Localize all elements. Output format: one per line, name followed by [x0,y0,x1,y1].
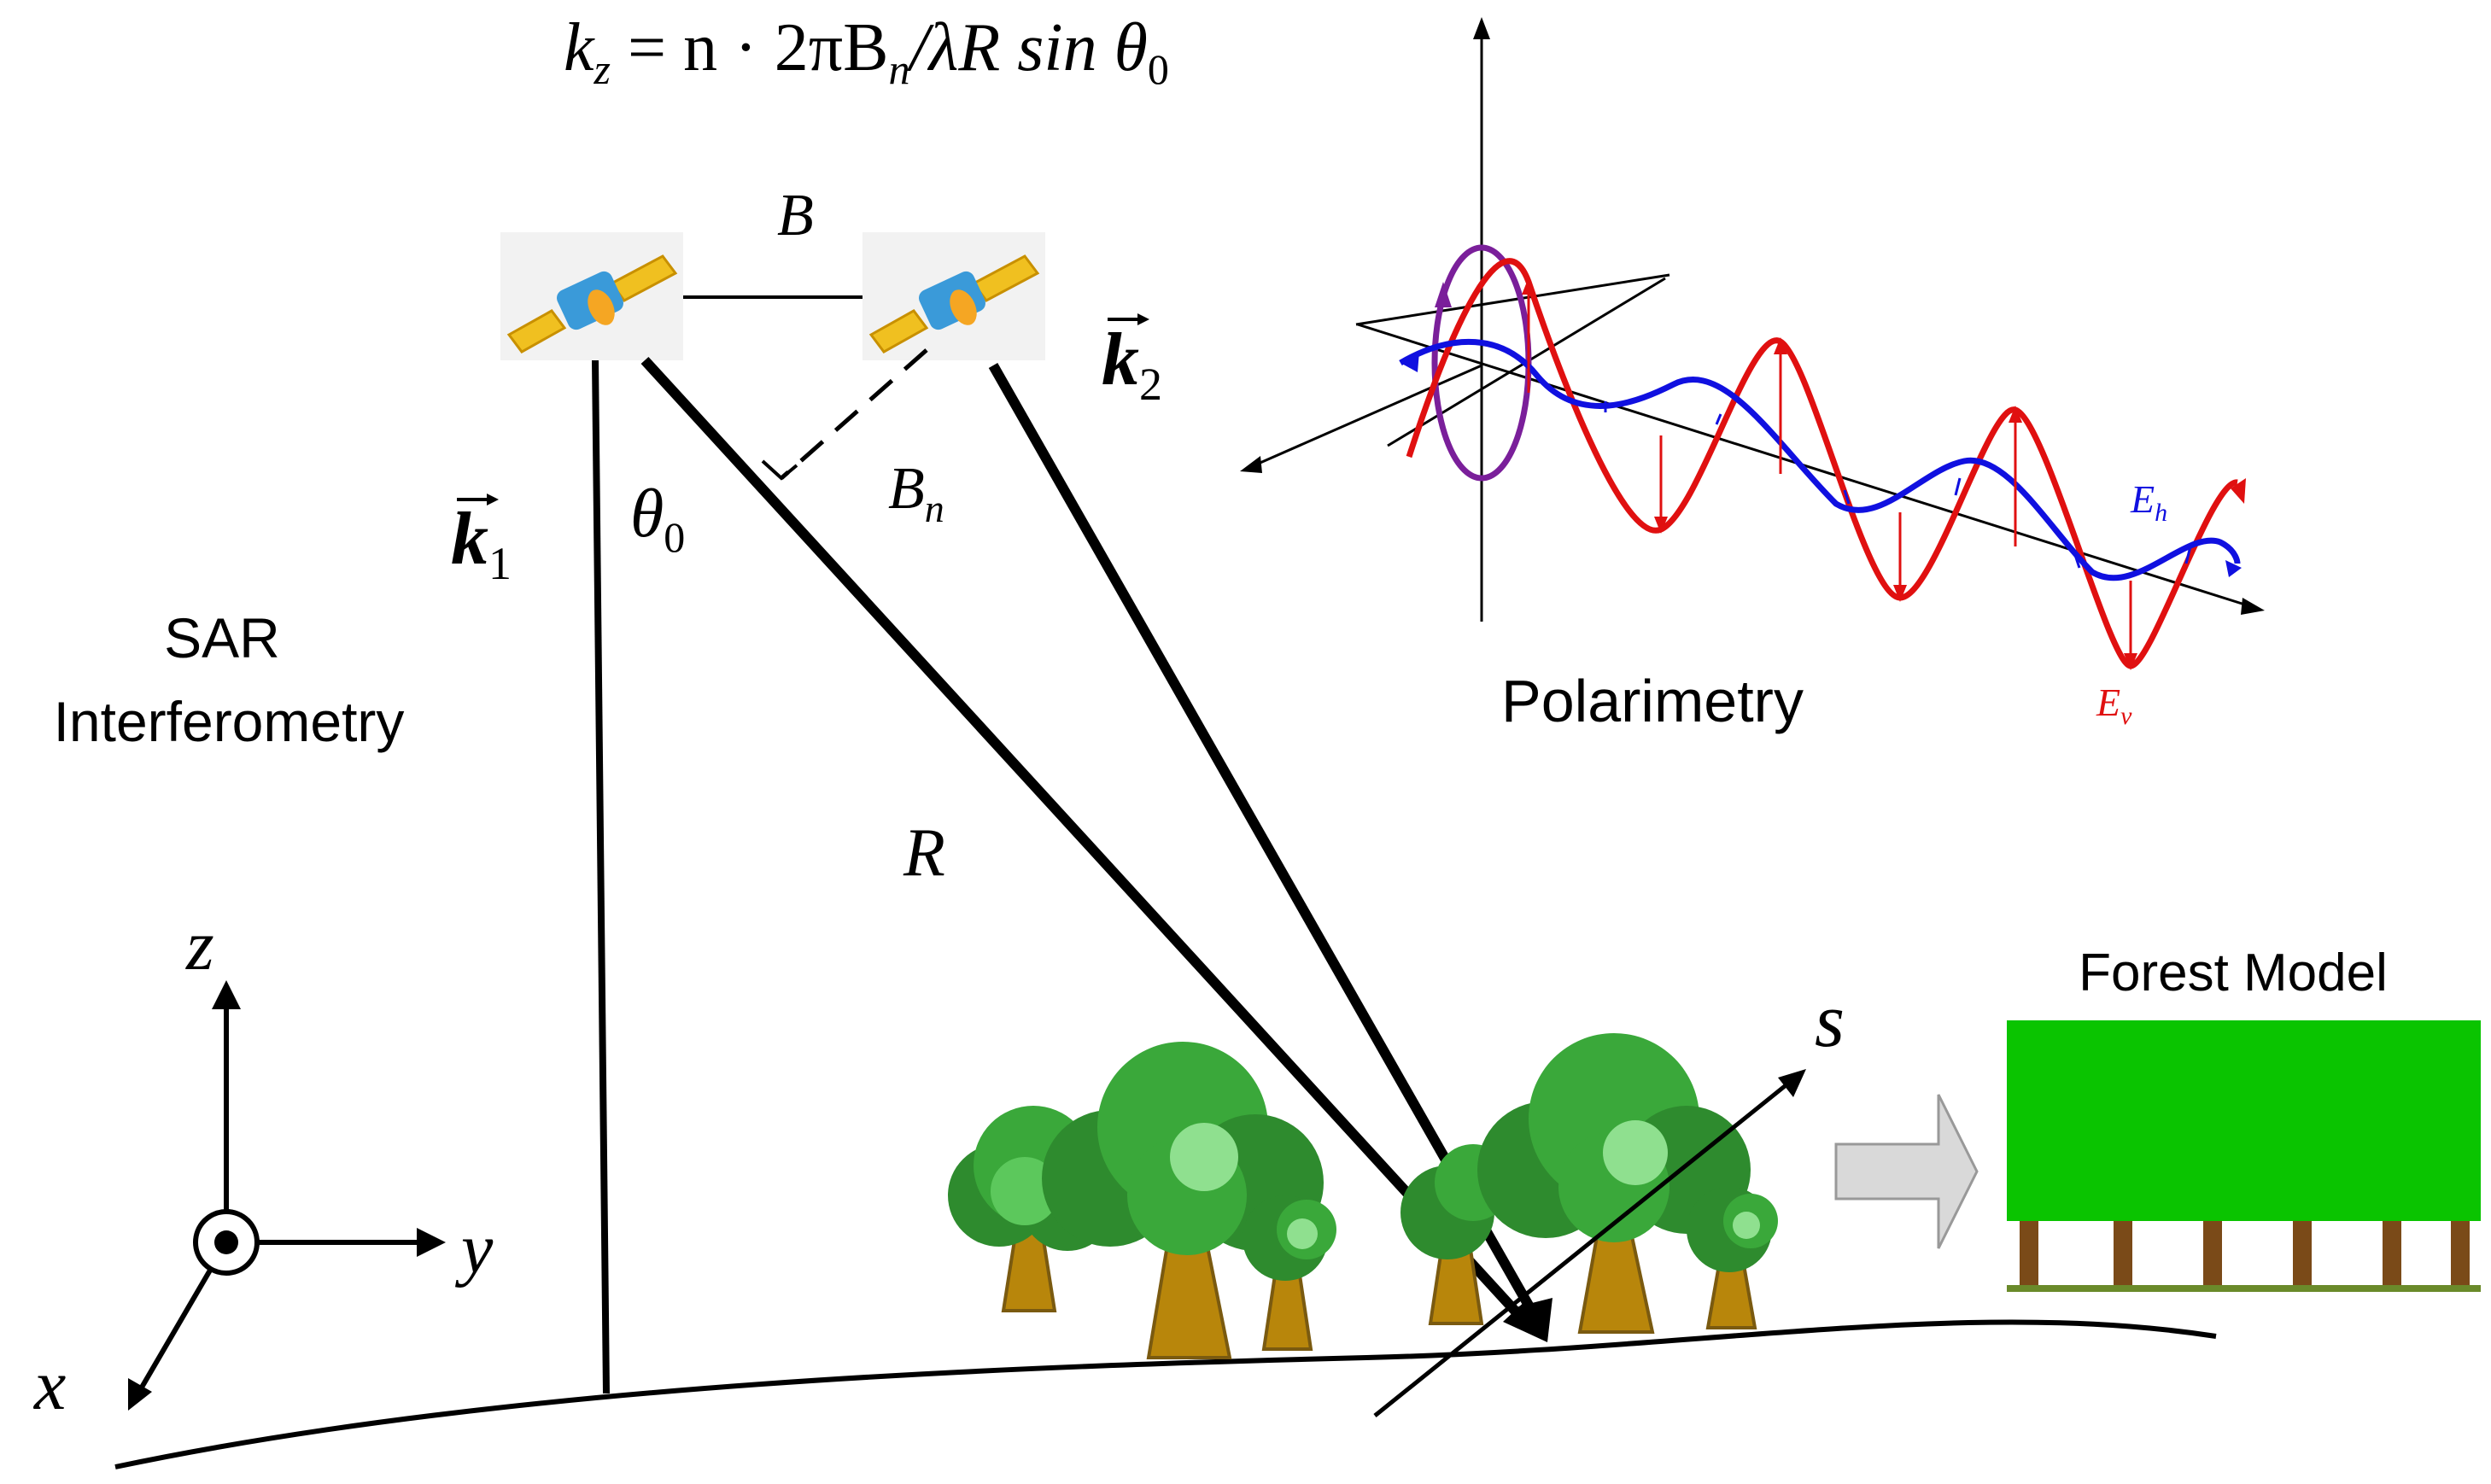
svg-text:k1: k1 [451,498,512,589]
los-arrowhead-1 [1503,1298,1547,1342]
polarimetry-diagram [1240,17,2265,670]
formula: kz = n · 2πBn/λR sin θ0 [564,10,1169,93]
tree-cluster-2 [1400,1033,1778,1334]
s-axis-arrowhead [1778,1069,1806,1097]
label-k2: k2 [1102,313,1162,410]
los-arrowhead-2 [1518,1298,1552,1342]
label-z: z [185,906,214,985]
label-theta0: θ0 [630,476,685,561]
ground-line [114,1319,2217,1469]
label-R: R [903,815,945,891]
label-B: B [777,183,814,248]
tree-cluster-1 [948,1042,1336,1359]
label-Ev: Ev [2096,681,2132,730]
label-x: x [32,1346,66,1425]
forest-model-trunks [2020,1221,2470,1288]
label-y: y [454,1209,494,1288]
model-arrow-icon [1834,1094,1979,1249]
bn-dashed-line [780,348,928,480]
title-interferometry: Interferometry [54,690,405,753]
title-forest-model: Forest Model [2079,944,2388,1002]
right-angle-marker [761,459,798,481]
satellite-2-icon [862,232,1045,360]
nadir-line [592,359,610,1394]
forest-model-canopy [2007,1020,2481,1221]
title-polarimetry: Polarimetry [1501,668,1804,734]
forest-model-ground [2007,1285,2481,1292]
s-axis [1373,1081,1791,1417]
los-line-1 [640,356,1537,1335]
svg-text:k2: k2 [1102,318,1162,410]
label-Bn: Bn [888,456,944,530]
title-sar: SAR [164,606,280,669]
satellite-1-icon [500,232,683,360]
label-Eh: Eh [2130,477,2167,527]
coordinate-axes [128,980,446,1411]
label-k1: k1 [451,494,512,589]
label-s: s [1815,979,1845,1063]
